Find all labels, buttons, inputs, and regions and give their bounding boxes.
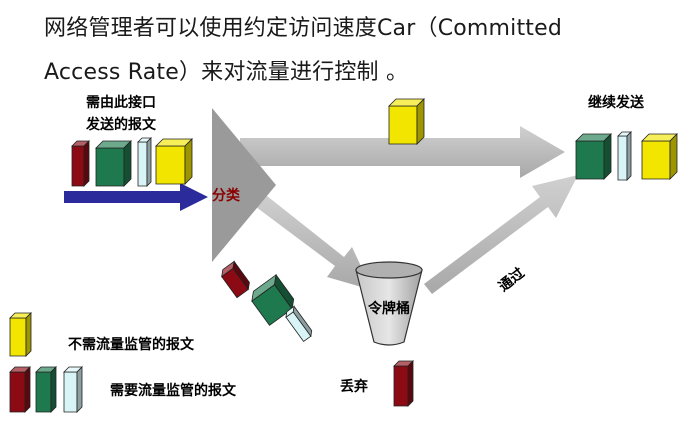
packet-direct-yellow [388, 98, 425, 145]
arrow-to-bucket [252, 192, 372, 290]
arrow-pass-forward [424, 175, 578, 294]
title-line-2: Access Rate）来对流量进行控制 。 [44, 60, 409, 85]
packet-incoming-green [95, 140, 132, 187]
legend-yellow [9, 312, 32, 357]
packet-discarded-red [393, 360, 414, 407]
legend-label-policing: 需要流量监管的报文 [110, 383, 236, 399]
bucket-label: 令牌桶 [368, 301, 410, 317]
discard-label: 丢弃 [340, 379, 368, 395]
legend-green [35, 366, 57, 413]
classifier-funnel [212, 108, 276, 262]
packet-incoming-yellow [155, 138, 193, 185]
packet-to-bucket-green [251, 273, 295, 326]
packet-to-bucket-red [221, 260, 250, 299]
packet-out-green [575, 133, 612, 180]
forward-label: 继续发送 [588, 95, 644, 111]
source-label-line-1: 需由此接口 [86, 95, 156, 111]
source-label-line-2: 发送的报文 [86, 117, 156, 133]
packets [9, 98, 678, 413]
packet-incoming-red [71, 140, 90, 187]
title-line-1: 网络管理者可以使用约定访问速度Car（Committed [44, 16, 563, 41]
incoming-arrow [64, 183, 208, 211]
packet-out-yellow [641, 133, 678, 180]
packet-to-bucket-cyan [285, 305, 313, 343]
packet-incoming-cyan [137, 137, 152, 187]
legend-label-no-policing: 不需流量监管的报文 [68, 337, 194, 353]
arrow-direct-forward [240, 126, 565, 178]
token-bucket [355, 261, 423, 346]
source-label: 需由此接口 发送的报文 [86, 92, 156, 136]
legend-red [9, 366, 31, 413]
packet-out-cyan [617, 131, 632, 181]
classify-label: 分类 [212, 188, 240, 204]
legend-cyan [63, 366, 83, 413]
